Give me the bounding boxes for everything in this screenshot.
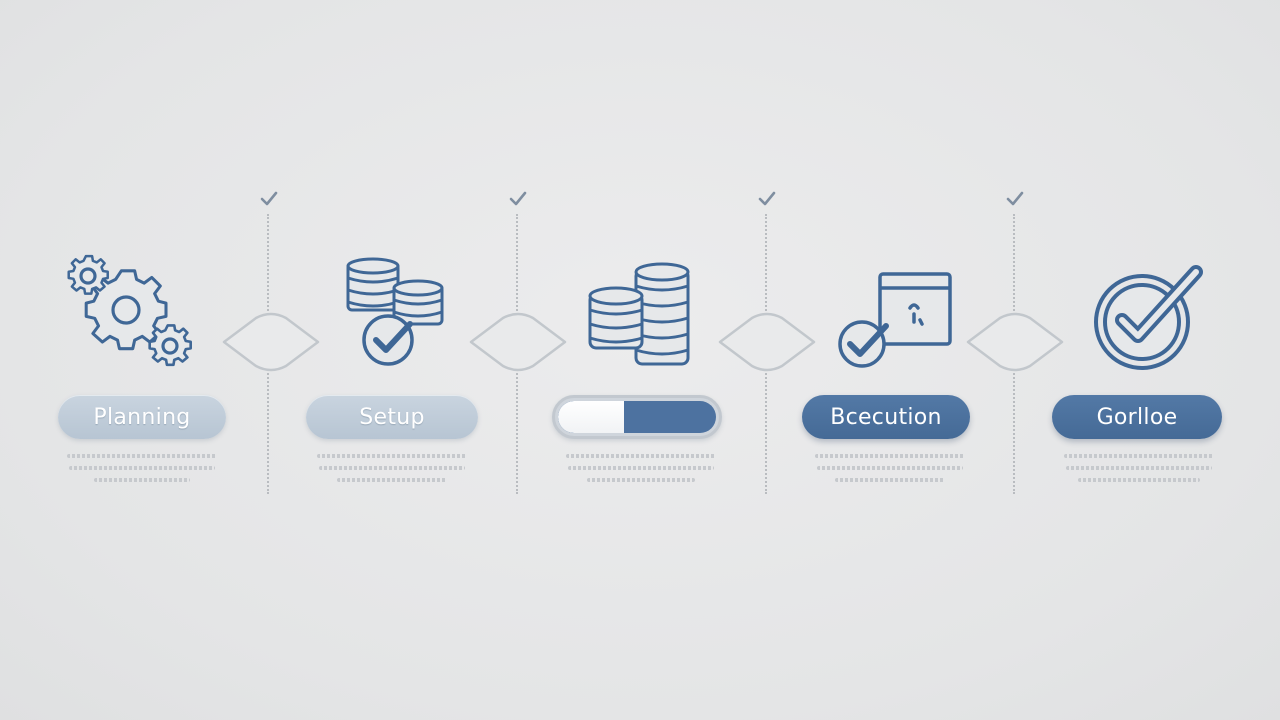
- step-pill-complete: Gorlloe: [1052, 395, 1222, 439]
- coin-stacks-icon: [588, 262, 690, 366]
- diamond-connector: [222, 312, 320, 372]
- step-description-placeholder: [815, 454, 965, 490]
- step-pill-planning: Planning: [58, 395, 226, 439]
- checkmark-icon: [758, 191, 776, 206]
- step-description-placeholder: [67, 454, 217, 490]
- diamond-connector: [966, 312, 1064, 372]
- checkmark-icon: [260, 191, 278, 206]
- step-progress-bar: [552, 395, 722, 439]
- step-label: Planning: [93, 404, 191, 430]
- step-pill-setup: Setup: [306, 395, 478, 439]
- step-label: Bcecution: [830, 404, 942, 430]
- step-label: Gorlloe: [1096, 404, 1178, 430]
- progress-track: [558, 401, 716, 433]
- step-label: Setup: [359, 404, 425, 430]
- gears-icon: [67, 254, 192, 367]
- circle-check-icon: [1094, 265, 1203, 370]
- checkmark-icon: [1006, 191, 1024, 206]
- step-description-placeholder: [317, 454, 467, 490]
- window-check-icon: [838, 272, 952, 368]
- diamond-connector: [718, 312, 816, 372]
- coins-check-icon: [346, 257, 444, 366]
- diamond-connector: [469, 312, 567, 372]
- checkmark-icon: [509, 191, 527, 206]
- step-description-placeholder: [566, 454, 716, 490]
- step-pill-execution: Bcecution: [802, 395, 970, 439]
- step-description-placeholder: [1064, 454, 1214, 490]
- progress-fill: [558, 401, 625, 433]
